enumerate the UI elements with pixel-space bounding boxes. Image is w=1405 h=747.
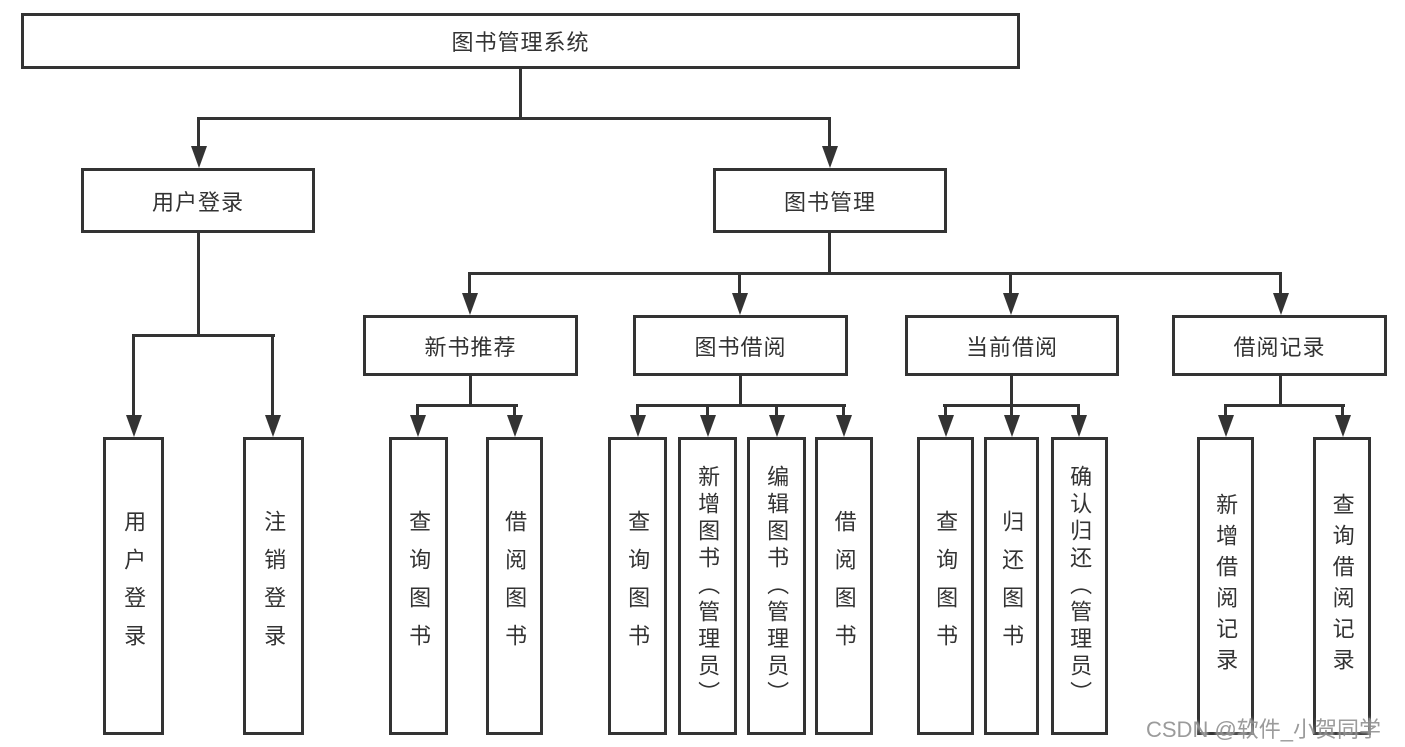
node-label: 图书借阅 [694,334,787,360]
leaf-label: 查询借阅记录 [1329,493,1355,679]
leaf-borrow-books-recommend: 借阅图书 [486,437,543,735]
connector-line [944,404,947,418]
connector-line [197,117,200,149]
arrowhead-icon [126,415,142,437]
leaf-user-login: 用户登录 [103,437,164,735]
leaf-return-book: 归还图书 [984,437,1039,735]
leaf-add-book-admin: 新增图书（管理员） [678,437,737,735]
connector-line [1010,404,1013,418]
connector-line [706,404,709,418]
connector-line [469,376,472,407]
connector-line [271,334,274,418]
connector-line [775,404,778,418]
leaf-label: 归还图书 [999,510,1025,662]
arrowhead-icon [1218,415,1234,437]
arrowhead-icon [507,415,523,437]
csdn-watermark: CSDN @软件_小贺同学 [1146,717,1382,742]
leaf-query-books-recommend: 查询图书 [389,437,448,735]
connector-line [636,404,639,418]
connector-line [1224,404,1227,418]
node-book-management: 图书管理 [713,168,947,233]
node-label: 用户登录 [151,189,244,215]
arrowhead-icon [1004,415,1020,437]
leaf-label: 查询图书 [625,510,651,662]
leaf-label: 新增图书（管理员） [695,464,721,708]
arrowhead-icon [265,415,281,437]
arrowhead-icon [700,415,716,437]
arrowhead-icon [410,415,426,437]
node-label: 图书管理 [783,189,876,215]
leaf-logout: 注销登录 [243,437,304,735]
leaf-query-books-borrowing: 查询图书 [608,437,667,735]
connector-line [739,376,742,407]
connector-line [133,334,275,337]
arrowhead-icon [462,293,478,315]
node-label: 借阅记录 [1233,334,1326,360]
connector-line [416,404,419,418]
arrowhead-icon [191,146,207,168]
connector-line [738,272,741,296]
leaf-label: 借阅图书 [502,510,528,662]
arrowhead-icon [769,415,785,437]
arrowhead-icon [938,415,954,437]
leaf-label: 确认归还（管理员） [1067,464,1093,708]
connector-line [1279,376,1282,407]
arrowhead-icon [1003,293,1019,315]
connector-line [468,272,1282,275]
node-label: 新书推荐 [424,334,517,360]
node-user-login: 用户登录 [81,168,315,233]
connector-line [197,233,200,337]
connector-line [1279,272,1282,296]
arrowhead-icon [1335,415,1351,437]
leaf-label: 查询图书 [406,510,432,662]
arrowhead-icon [836,415,852,437]
leaf-confirm-return-admin: 确认归还（管理员） [1051,437,1108,735]
arrowhead-icon [630,415,646,437]
connector-line [1077,404,1080,418]
connector-line [1224,404,1345,407]
connector-line [1009,272,1012,296]
node-label: 当前借阅 [965,334,1058,360]
node-borrowing-records: 借阅记录 [1172,315,1387,376]
arrowhead-icon [1071,415,1087,437]
leaf-label: 新增借阅记录 [1213,493,1239,679]
connector-line [513,404,516,418]
node-current-borrowing: 当前借阅 [905,315,1119,376]
arrowhead-icon [732,293,748,315]
node-library-management-system: 图书管理系统 [21,13,1020,69]
connector-line [519,69,522,119]
leaf-query-borrow-record: 查询借阅记录 [1313,437,1371,735]
node-label: 图书管理系统 [451,30,590,55]
connector-line [197,117,831,120]
connector-line [842,404,845,418]
connector-line [417,404,518,407]
arrowhead-icon [822,146,838,168]
leaf-query-books-current: 查询图书 [917,437,974,735]
leaf-label: 用户登录 [121,510,147,662]
leaf-label: 编辑图书（管理员） [764,464,790,708]
leaf-edit-book-admin: 编辑图书（管理员） [747,437,806,735]
node-new-book-recommendation: 新书推荐 [363,315,578,376]
leaf-borrow-books-borrowing: 借阅图书 [815,437,873,735]
connector-line [468,272,471,296]
connector-line [1341,404,1344,418]
connector-line [1010,376,1013,407]
arrowhead-icon [1273,293,1289,315]
leaf-label: 查询图书 [933,510,959,662]
node-book-borrowing: 图书借阅 [633,315,848,376]
leaf-label: 借阅图书 [831,510,857,662]
connector-line [828,233,831,275]
leaf-add-borrow-record: 新增借阅记录 [1197,437,1254,735]
leaf-label: 注销登录 [261,510,287,662]
connector-line [828,117,831,149]
connector-line [636,404,846,407]
connector-line [132,334,135,418]
